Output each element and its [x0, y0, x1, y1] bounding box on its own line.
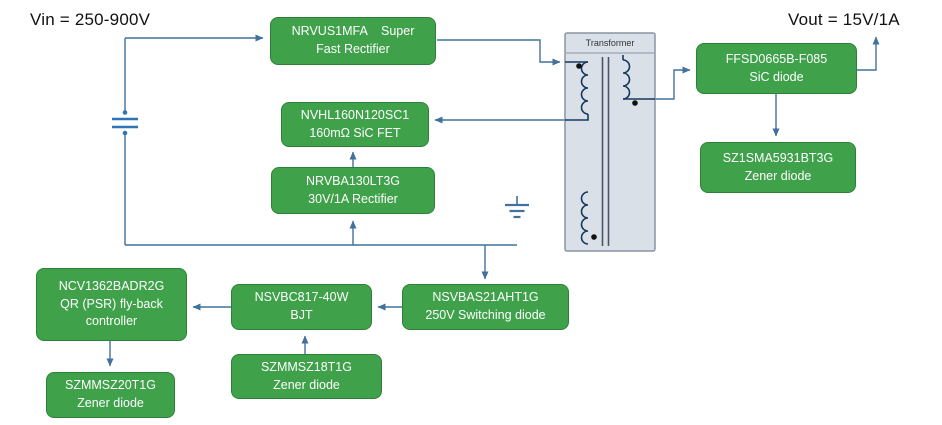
block-line: SZMMSZ20T1G — [65, 378, 156, 393]
block-line: NRVBA130LT3G — [305, 173, 401, 188]
block-line: FFSD0665B-F085 — [725, 51, 828, 66]
block-szmmsz18t1g-zener-diode: SZMMSZ18T1G Zener diode — [231, 354, 382, 399]
block-line: QR (PSR) fly-back — [60, 296, 163, 311]
block-nvhl160n120sc1-sic-fet: NVHL160N120SC1 160mΩ SiC FET — [281, 102, 429, 147]
block-nrvba130lt3g-rectifier: NRVBA130LT3G 30V/1A Rectifier — [271, 167, 435, 214]
transformer-label: Transformer — [586, 38, 635, 48]
block-sz1sma5931bt3g-zener-diode: SZ1SMA5931BT3G Zener diode — [700, 142, 856, 193]
block-line: BJT — [290, 308, 313, 322]
vout-label: Vout = 15V/1A — [788, 10, 900, 29]
block-line: NVHL160N120SC1 — [300, 107, 410, 122]
capacitor-icon — [112, 110, 138, 136]
block-line: SZ1SMA5931BT3G — [722, 150, 834, 165]
block-line: SZMMSZ18T1G — [261, 359, 352, 374]
primary-winding — [580, 61, 589, 115]
block-line: NSVBC817-40W — [254, 290, 349, 305]
primary-phase-dot — [576, 63, 582, 69]
secondary-phase-dot — [632, 100, 638, 106]
aux-phase-dot — [591, 234, 597, 240]
ground-icon — [505, 196, 529, 219]
block-line: NSVBAS21AHT1G — [432, 290, 539, 305]
primary-bottom-lead — [565, 114, 589, 121]
vin-label: Vin = 250-900V — [30, 10, 151, 29]
block-line: Fast Rectifier — [316, 42, 390, 56]
block-nsvbas21aht1g-switching-diode: NSVBAS21AHT1G 250V Switching diode — [402, 284, 569, 330]
block-line: Zener diode — [744, 168, 812, 183]
block-line: NRVUS1MFA Super — [291, 24, 415, 39]
block-line: Zener diode — [77, 396, 144, 410]
block-line: 250V Switching diode — [425, 308, 546, 322]
secondary-winding — [622, 59, 631, 100]
block-line: Zener diode — [273, 377, 340, 392]
aux-winding — [580, 191, 589, 245]
block-nrvus1mfa-super-fast-rectifier: NRVUS1MFA Super Fast Rectifier — [270, 17, 436, 65]
block-line: NCV1362BADR2G — [58, 278, 165, 293]
block-ncv1362badr2g-flyback-controller: NCV1362BADR2G QR (PSR) fly-back controll… — [36, 268, 187, 341]
block-ffsd0665b-sic-diode: FFSD0665B-F085 SiC diode — [696, 43, 857, 94]
transformer-symbol: Transformer — [564, 32, 656, 252]
transformer-body — [564, 32, 656, 252]
block-line: controller — [85, 314, 138, 329]
block-line: SiC diode — [749, 69, 804, 84]
block-szmmsz20t1g-zener-diode: SZMMSZ20T1G Zener diode — [46, 372, 175, 418]
block-line: 30V/1A Rectifier — [308, 191, 398, 206]
block-nsvbc817-bjt: NSVBC817-40W BJT — [231, 284, 372, 330]
block-line: 160mΩ SiC FET — [309, 125, 401, 140]
